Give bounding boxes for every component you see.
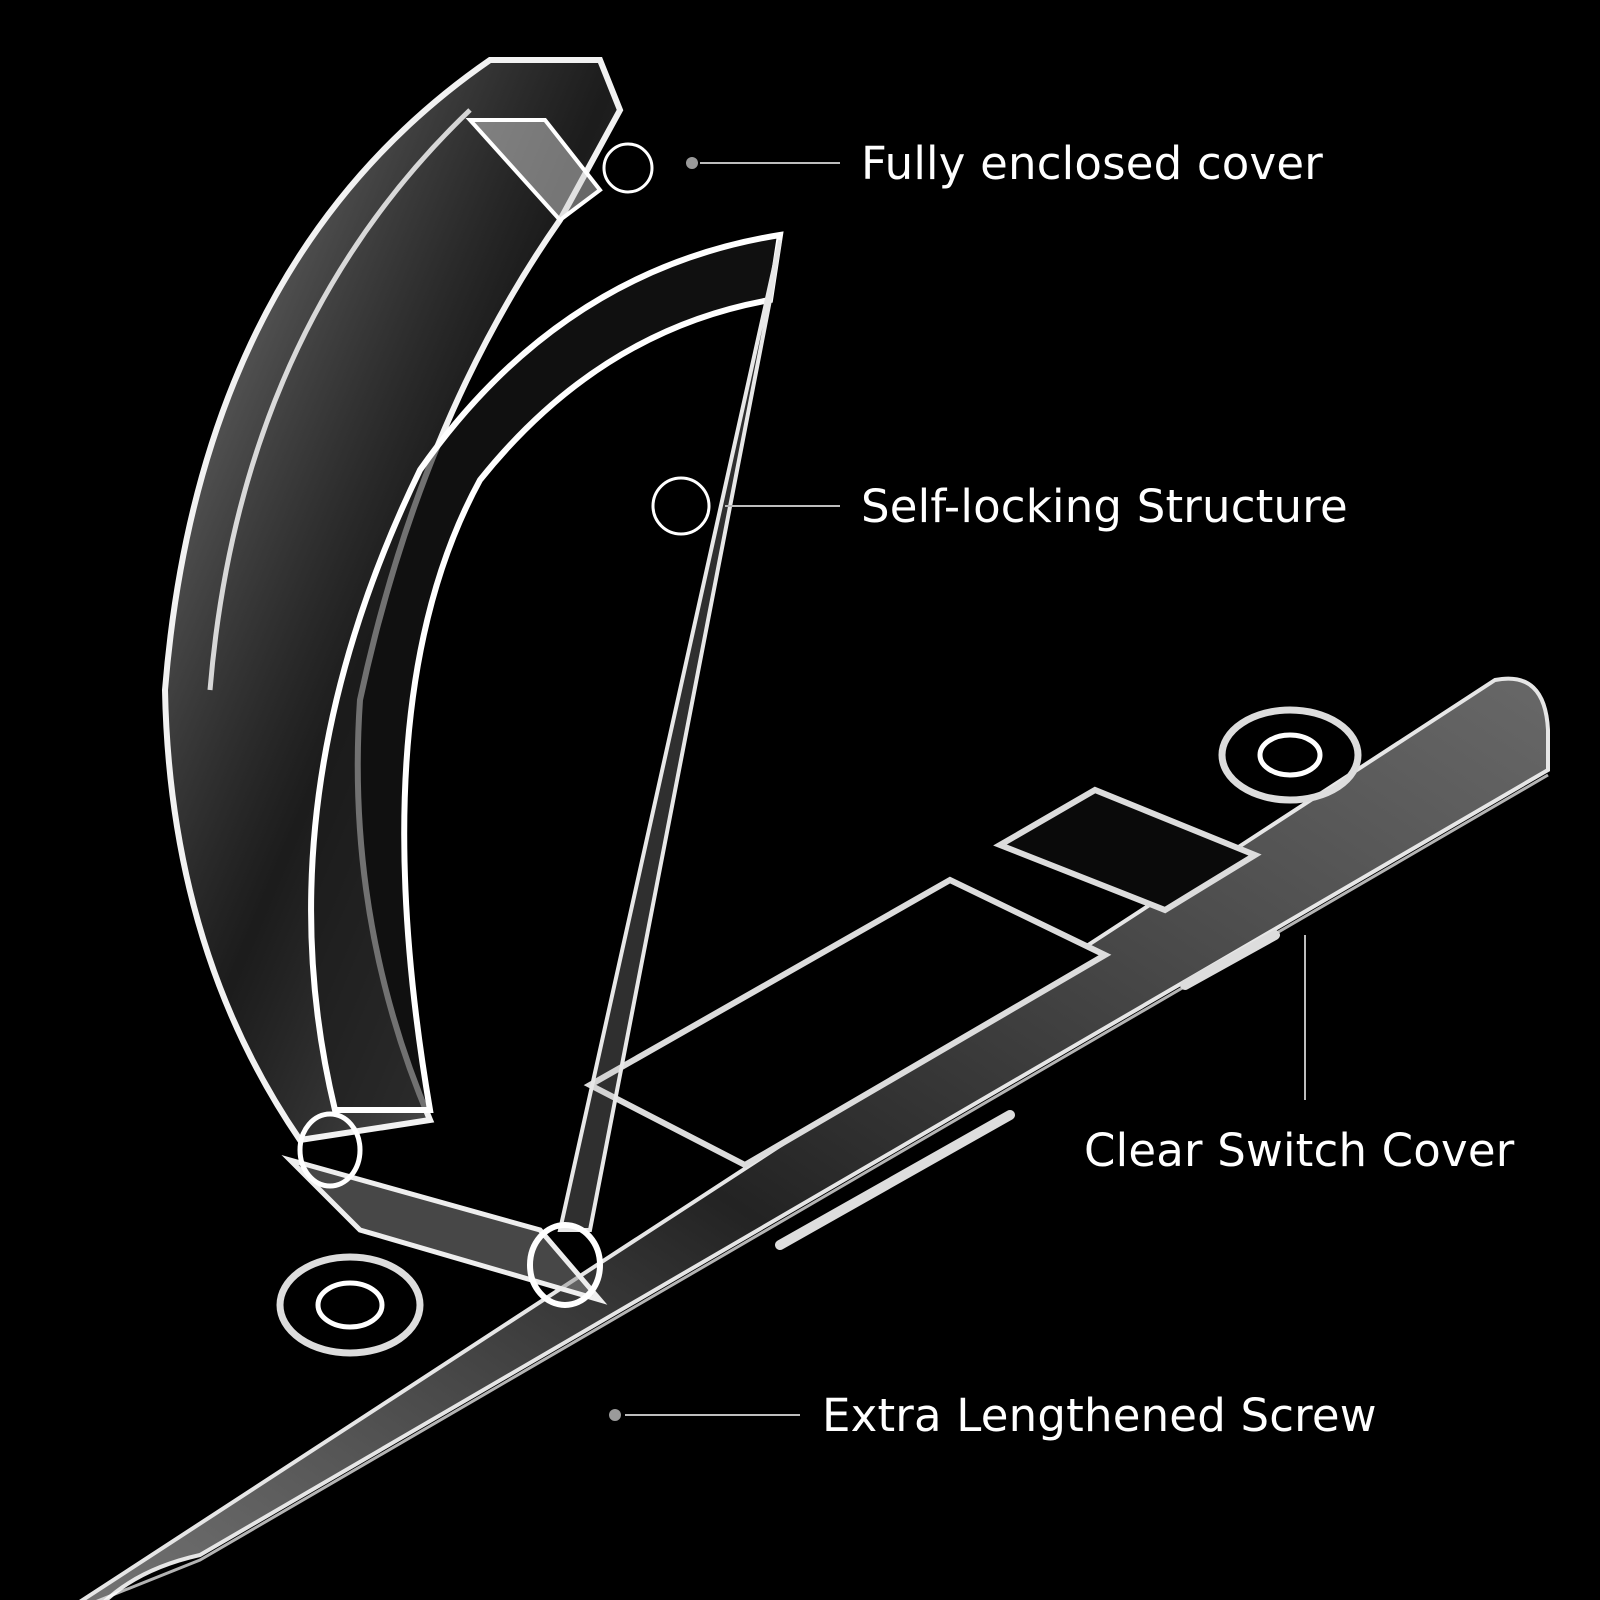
marker-circle-icon: [602, 142, 654, 194]
label-clear-switch-cover: Clear Switch Cover: [1084, 1124, 1515, 1177]
label-extra-lengthened-screw: Extra Lengthened Screw: [822, 1389, 1377, 1442]
callout-screw: [609, 1409, 800, 1421]
marker-circle-icon: [651, 476, 711, 536]
marker-dot-icon: [686, 157, 698, 169]
label-self-locking-structure: Self-locking Structure: [861, 480, 1348, 533]
hinged-cover: [161, 57, 784, 1308]
callout-cover: [602, 142, 840, 194]
callout-lock: [651, 476, 840, 536]
label-fully-enclosed-cover: Fully enclosed cover: [861, 137, 1323, 190]
base-plate: [79, 676, 1550, 1600]
marker-dot-icon: [609, 1409, 621, 1421]
